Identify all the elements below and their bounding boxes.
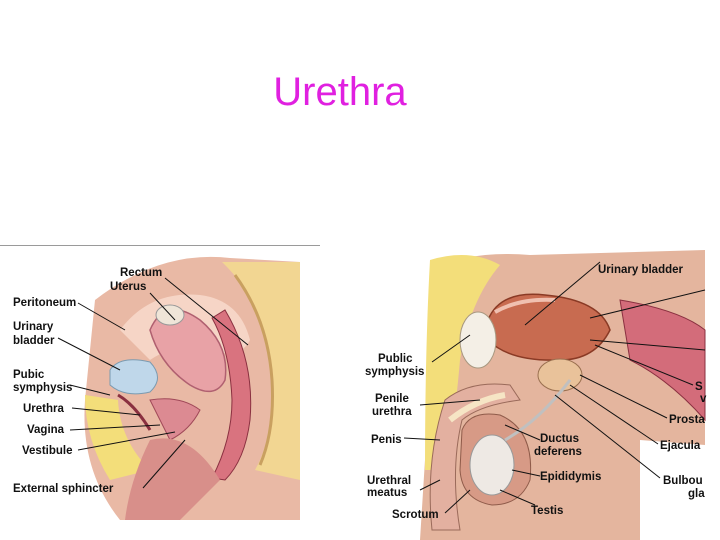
female-pelvis-illustration: Rectum Uterus Peritoneum Urinary bladder…: [13, 256, 300, 520]
male-pelvis-illustration: Urinary bladder Public symphysis Penile …: [365, 250, 707, 540]
label-ductus-deferens-2: deferens: [534, 446, 582, 458]
label-uterus: Uterus: [110, 281, 146, 293]
label-vestibule: Vestibule: [22, 445, 73, 457]
label-urethral-meatus-1: Urethral: [367, 475, 411, 487]
label-pubic-symphysis-2: symphysis: [13, 382, 72, 394]
label-vagina: Vagina: [27, 424, 65, 436]
label-scrotum: Scrotum: [392, 509, 439, 521]
label-seminal-vesicle-1: S: [695, 381, 703, 393]
label-ductus-deferens-1: Ductus: [540, 433, 579, 445]
label-public-symphysis-1: Public: [378, 353, 413, 365]
label-bulbourethral-1: Bulbou: [663, 475, 703, 487]
label-urinary-bladder-2: bladder: [13, 335, 55, 347]
label-bulbourethral-2: gla: [688, 488, 705, 500]
label-ejaculatory: Ejacula: [660, 440, 701, 452]
label-public-symphysis-2: symphysis: [365, 366, 424, 378]
label-urinary-bladder-m: Urinary bladder: [598, 264, 684, 276]
label-penile-urethra-2: urethra: [372, 406, 412, 418]
slide-title: Urethra: [273, 70, 407, 114]
label-urethral-meatus-2: meatus: [367, 487, 407, 499]
label-testis: Testis: [531, 505, 563, 517]
label-external-sphincter: External sphincter: [13, 483, 114, 495]
label-seminal-vesicle-2: v: [700, 393, 707, 405]
label-urethra: Urethra: [23, 403, 65, 415]
divider-line: [0, 245, 320, 246]
label-penile-urethra-1: Penile: [375, 393, 409, 405]
label-prostate: Prosta: [669, 414, 705, 426]
label-rectum: Rectum: [120, 267, 162, 279]
label-urinary-bladder-1: Urinary: [13, 321, 54, 333]
label-peritoneum: Peritoneum: [13, 297, 76, 309]
label-penis: Penis: [371, 434, 402, 446]
label-pubic-symphysis-1: Pubic: [13, 369, 45, 381]
label-epididymis: Epididymis: [540, 471, 601, 483]
